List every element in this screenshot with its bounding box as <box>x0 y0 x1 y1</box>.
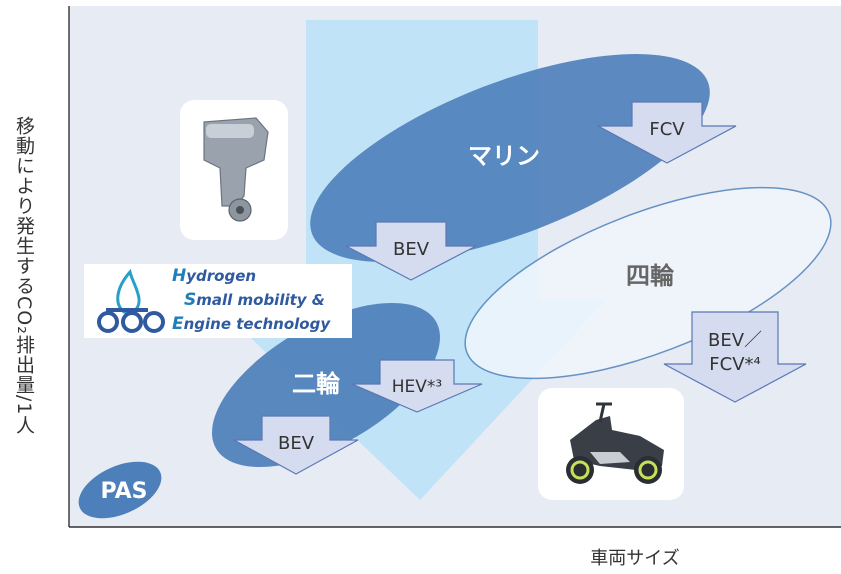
hydrogen-logo-icon <box>97 268 165 333</box>
y-axis-label: 移動により発生するCO₂排出量/1人 <box>13 116 35 436</box>
four-wheel-ellipse <box>464 186 832 380</box>
marine-bev-label: BEV <box>393 239 430 260</box>
logo-line-2: Small mobility & <box>184 290 325 310</box>
marine-fcv-arrow <box>597 101 737 164</box>
pas-label: PAS <box>101 479 148 504</box>
logo-line-1: Hydrogen <box>172 266 256 286</box>
four-wheel-label: 四輪 <box>626 262 675 290</box>
outboard-motor-photo <box>180 100 288 240</box>
four-wheel-arrow <box>663 311 807 403</box>
electric-scooter-photo <box>538 388 684 500</box>
marine-ellipse <box>310 54 710 262</box>
marine-fcv-label: FCV <box>649 119 685 140</box>
logo-line-1-rest: ydrogen <box>186 267 257 285</box>
two-wheel-hev-label: HEV*³ <box>392 377 442 397</box>
two-wheel-bev-arrow <box>233 415 359 475</box>
logo-line-3-rest: ngine technology <box>183 315 331 333</box>
hydrogen-logo: Hydrogen Small mobility & Engine technol… <box>84 264 352 338</box>
two-wheel-hev-arrow <box>351 359 483 413</box>
two-wheel-label: 二輪 <box>292 370 341 398</box>
logo-line-3: Engine technology <box>172 314 330 334</box>
logo-line-2-rest: mall mobility & <box>196 291 325 309</box>
x-axis-label: 車両サイズ <box>590 548 680 569</box>
four-wheel-label-line2: FCV*⁴ <box>709 354 760 375</box>
four-wheel-label-line1: BEV／ <box>708 330 762 351</box>
marine-bev-arrow <box>345 221 477 281</box>
logo-line-2-cap: S <box>184 290 197 310</box>
logo-line-1-cap: H <box>172 266 187 286</box>
marine-label: マリン <box>468 142 540 170</box>
pas-ellipse <box>78 461 162 519</box>
logo-line-3-cap: E <box>172 314 184 334</box>
two-wheel-bev-label: BEV <box>278 433 315 454</box>
